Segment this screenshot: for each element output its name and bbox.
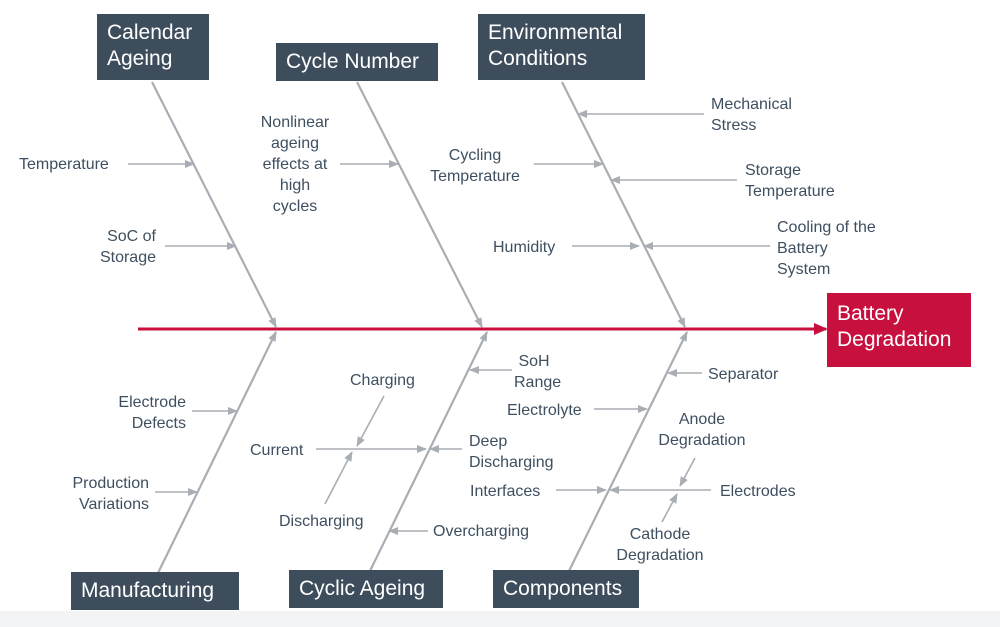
cause-separator: Separator — [708, 366, 779, 383]
cause-discharging: Discharging — [279, 513, 364, 530]
cause-cycling-temperature: Cycling Temperature — [430, 147, 520, 185]
category-cyclic-ageing: Cyclic Ageing — [289, 570, 443, 608]
category-environmental-conditions: Environmental Conditions — [478, 14, 645, 80]
cause-anode-degradation: Anode Degradation — [658, 411, 746, 449]
bone-manufacturing — [156, 331, 277, 576]
cause-current: Current — [250, 442, 304, 459]
cause-soh-range: SoH Range — [514, 353, 562, 391]
cause-nonlinear-ageing: Nonlinear ageing effects at high cycles — [260, 114, 330, 215]
bone-environmental-conditions — [561, 81, 686, 328]
cause-storage-temperature: Storage Temperature — [745, 162, 835, 200]
cause-electrolyte: Electrolyte — [507, 402, 582, 419]
arrow-cathode-degradation — [661, 493, 678, 523]
cause-humidity: Humidity — [493, 239, 556, 256]
bone-calendar-ageing — [151, 81, 277, 328]
footer-strip — [0, 611, 1000, 627]
bone-cyclic-ageing — [367, 331, 488, 576]
arrow-discharging — [324, 451, 353, 505]
arrow-charging — [356, 395, 385, 447]
cause-electrodes: Electrodes — [720, 483, 796, 500]
cause-overcharging: Overcharging — [433, 523, 530, 540]
cause-temperature: Temperature — [19, 156, 109, 173]
category-cycle-number: Cycle Number — [276, 43, 438, 81]
cause-interfaces: Interfaces — [470, 483, 541, 500]
cause-cooling-system: Cooling of the Battery System — [777, 219, 876, 278]
bone-cycle-number — [356, 81, 483, 328]
cause-production-variations: Production Variations — [72, 475, 150, 513]
cause-charging: Charging — [350, 372, 415, 389]
cause-mechanical-stress: Mechanical Stress — [711, 96, 792, 134]
category-components: Components — [493, 570, 639, 608]
category-calendar-ageing: Calendar Ageing — [97, 14, 209, 80]
cause-soc-of-storage: SoC of Storage — [99, 228, 156, 266]
cause-cathode-degradation: Cathode Degradation — [616, 526, 704, 564]
cause-electrode-defects: Electrode Defects — [118, 394, 186, 432]
effect-battery-degradation: Battery Degradation — [827, 293, 971, 367]
category-manufacturing: Manufacturing — [71, 572, 239, 610]
cause-deep-discharging: Deep Discharging — [469, 433, 554, 471]
arrow-anode-degradation — [679, 457, 696, 487]
